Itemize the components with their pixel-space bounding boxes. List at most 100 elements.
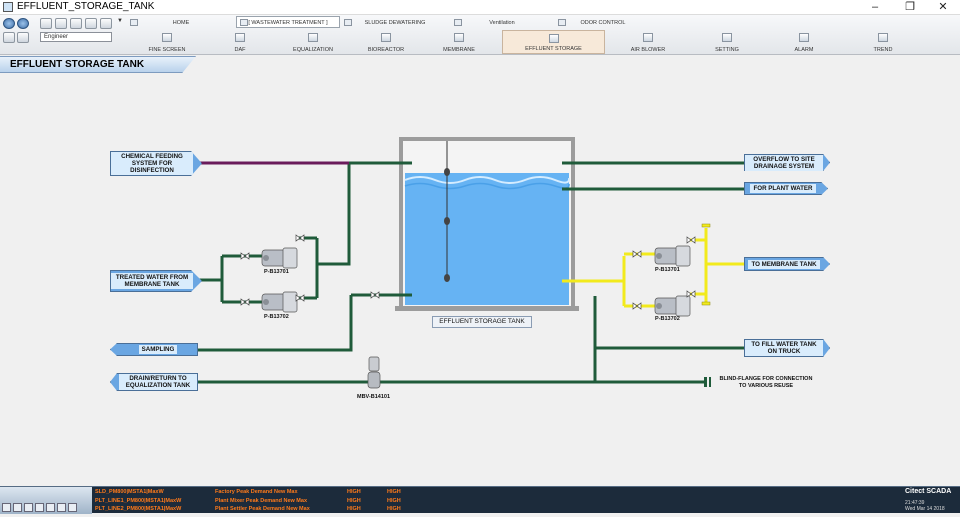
label-fill-truck[interactable]: TO FILL WATER TANK ON TRUCK (744, 339, 830, 357)
pump-motor (282, 291, 298, 313)
pump-p-b13702-right[interactable] (654, 295, 691, 317)
tab-equalization[interactable]: EQUALIZATION (272, 30, 354, 54)
equalization-icon (308, 33, 318, 42)
window-title: EFFLUENT_STORAGE_TANK (17, 1, 155, 12)
valve-left-pump2-in (240, 298, 250, 306)
alarm-row[interactable]: SLD_PM800|MSTA1|MaxW Factory Peak Demand… (95, 489, 401, 495)
label-overflow[interactable]: OVERFLOW TO SITE DRAINAGE SYSTEM (744, 154, 830, 171)
close-button[interactable]: ✕ (938, 1, 948, 13)
tab-daf[interactable]: DAF (199, 30, 281, 54)
clock: 21:47:39 Wed Mar 14 2018 (905, 500, 945, 512)
alarm-tool-icons (2, 499, 90, 512)
nav-sludge-dewatering[interactable]: SLUDGE DEWATERING (340, 16, 450, 28)
clock-date: Wed Mar 14 2018 (905, 506, 945, 512)
pump-motor (675, 295, 691, 317)
effluent-tank[interactable] (395, 137, 579, 311)
menu-icon[interactable] (100, 18, 112, 29)
pump-inlet (656, 253, 662, 259)
alarm-filter-icon[interactable] (35, 503, 44, 512)
label-to-membrane[interactable]: TO MEMBRANE TANK (744, 257, 830, 271)
scada-toolbar: Engineer ▼ HOME [ WASTEWATER TREATMENT ]… (0, 15, 960, 55)
up-icon[interactable] (70, 18, 82, 29)
forward-icon[interactable] (17, 18, 29, 29)
minimize-button[interactable]: – (871, 1, 879, 13)
label-plant-water[interactable]: FOR PLANT WATER (744, 182, 828, 195)
pump-inlet (263, 299, 269, 305)
level-float-high (444, 168, 450, 176)
tab-effluent-storage[interactable]: EFFLUENT STORAGE (502, 30, 605, 54)
maximize-button[interactable]: ❐ (905, 1, 915, 13)
tab-fine-screen[interactable]: FINE SCREEN (126, 30, 208, 54)
pump-label-left-1: P-B13701 (264, 269, 289, 275)
water-ripple (404, 176, 571, 184)
pipes (198, 161, 745, 384)
pipe-sampling (198, 295, 353, 352)
process-diagram (198, 137, 745, 389)
tab-bioreactor[interactable]: BIOREACTOR (345, 30, 427, 54)
caret-down-icon[interactable]: ▼ (117, 18, 123, 24)
nav-wastewater[interactable]: [ WASTEWATER TREATMENT ] (236, 16, 340, 28)
user-icon[interactable] (17, 32, 29, 43)
blind-flange-label: BLIND-FLANGE FOR CONNECTION TO VARIOUS R… (719, 376, 813, 389)
alarm-ack-icon[interactable] (2, 503, 11, 512)
tab-trend[interactable]: TREND (842, 30, 924, 54)
prev-page-icon[interactable] (40, 18, 52, 29)
back-icon[interactable] (3, 18, 15, 29)
air-blower-icon (643, 33, 653, 42)
nav-sub: FINE SCREEN DAF EQUALIZATION BIOREACTOR … (126, 30, 960, 54)
tab-alarm[interactable]: ALARM (763, 30, 845, 54)
user-field[interactable]: Engineer (40, 32, 112, 42)
alarm-toolbar (0, 487, 92, 514)
alarm-row[interactable]: PLT_LINE1_PM800|MSTA1|MaxW Plant Mixer P… (95, 497, 401, 504)
motorized-valve-mbv[interactable] (367, 356, 381, 389)
tank-base (395, 306, 579, 311)
app-icon (3, 2, 13, 12)
brand-logo: Citect SCADA (905, 488, 952, 495)
right-header-cap-bottom (701, 301, 711, 306)
membrane-icon (454, 33, 464, 42)
process-canvas: EFFLUENT STORAGE TANK (0, 56, 960, 486)
pump-p-b13701-right[interactable] (654, 245, 691, 267)
nav-home[interactable]: HOME (126, 16, 236, 28)
alarm-bar: SLD_PM800|MSTA1|MaxW Factory Peak Demand… (0, 486, 960, 514)
label-chemical-feeding[interactable]: CHEMICAL FEEDING SYSTEM FOR DISINFECTION (110, 151, 202, 176)
nav-ventilation[interactable]: Ventilation (450, 16, 554, 28)
alarm-print-icon[interactable] (46, 503, 55, 512)
home-icon[interactable] (85, 18, 97, 29)
alarm-hist-icon[interactable] (68, 503, 77, 512)
tab-air-blower[interactable]: AIR BLOWER (607, 30, 689, 54)
pump-inlet (656, 303, 662, 309)
next-page-icon[interactable] (55, 18, 67, 29)
alarm-silence-icon[interactable] (13, 503, 22, 512)
valve-right-pump2-in (632, 302, 642, 310)
valve-right-pump1-in (632, 250, 642, 258)
nav-odor-control[interactable]: ODOR CONTROL (554, 16, 652, 28)
pump-p-b13702-left[interactable] (261, 291, 298, 313)
login-icon[interactable] (3, 32, 15, 43)
sludge-page-icon (344, 19, 352, 26)
alarm-row[interactable]: PLT_LINE2_PM800|MSTA1|MaxW Plant Settler… (95, 506, 401, 512)
valve-left-pump1-out (295, 234, 305, 242)
tab-setting[interactable]: SETTING (686, 30, 768, 54)
wastewater-page-icon (240, 19, 248, 26)
label-sampling[interactable]: SAMPLING (110, 343, 198, 356)
tank-water (405, 173, 569, 305)
alarm-list-icon[interactable] (57, 503, 66, 512)
label-drain-return[interactable]: DRAIN/RETURN TO EQUALIZATION TANK (110, 373, 198, 391)
odor-page-icon (558, 19, 566, 26)
pump-p-b13701-left[interactable] (261, 247, 298, 269)
alarm-summary-icon[interactable] (24, 503, 33, 512)
tank-label: EFFLUENT STORAGE TANK (432, 316, 532, 328)
blind-flange (704, 377, 711, 387)
setting-icon (722, 33, 732, 42)
valve-body (367, 371, 381, 389)
alarm-list: SLD_PM800|MSTA1|MaxW Factory Peak Demand… (95, 488, 895, 514)
alarm-icon (799, 33, 809, 42)
flange-plate-2 (709, 377, 711, 387)
clock-time: 21:47:39 (905, 500, 925, 506)
pump-inlet (263, 255, 269, 261)
tab-membrane[interactable]: MEMBRANE (418, 30, 500, 54)
label-treated-water[interactable]: TREATED WATER FROM MEMBRANE TANK (110, 270, 202, 292)
valve-right-pump1-out (686, 236, 696, 244)
valve-label: MBV-B14101 (357, 394, 391, 400)
